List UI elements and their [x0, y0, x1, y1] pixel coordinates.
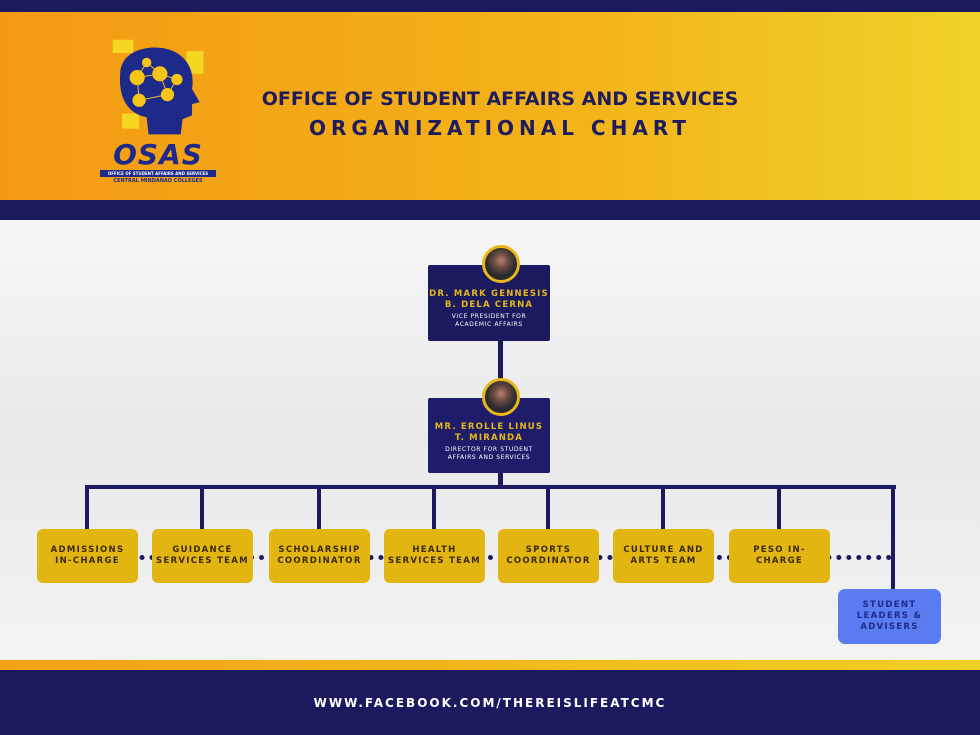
- unit-box[interactable]: SPORTS COORDINATOR: [498, 529, 599, 583]
- osas-logo: OSAS OFFICE OF STUDENT AFFAIRS AND SERVI…: [98, 36, 218, 196]
- connector-unit: [661, 485, 665, 530]
- facebook-link[interactable]: WWW.FACEBOOK.COM/THEREISLIFEATCMC: [313, 695, 667, 710]
- logo-text: OSAS: [113, 138, 203, 171]
- vp-name-2: B. DELA CERNA: [444, 300, 534, 310]
- director-box[interactable]: MR. EROLLE LINUS T. MIRANDA DIRECTOR FOR…: [428, 398, 550, 473]
- connector-unit: [85, 485, 89, 530]
- vp-role-2: ACADEMIC AFFAIRS: [455, 321, 523, 328]
- page-subtitle: ORGANIZATIONAL CHART: [309, 116, 691, 140]
- unit-box[interactable]: SCHOLARSHIP COORDINATOR: [269, 529, 370, 583]
- director-role-2: AFFAIRS AND SERVICES: [447, 454, 531, 461]
- vp-box[interactable]: DR. MARK GENNESIS B. DELA CERNA VICE PRE…: [428, 265, 550, 341]
- connector-unit: [777, 485, 781, 530]
- top-band: [0, 0, 980, 12]
- vp-role: VICE PRESIDENT FOR: [451, 313, 527, 320]
- vp-avatar: [482, 245, 520, 283]
- logo-tagline: OFFICE OF STUDENT AFFAIRS AND SERVICES: [100, 170, 216, 177]
- connector-unit: [200, 485, 204, 530]
- connector-student: [891, 485, 895, 590]
- connector-unit: [432, 485, 436, 530]
- unit-box[interactable]: PESO IN-CHARGE: [729, 529, 830, 583]
- page-title: OFFICE OF STUDENT AFFAIRS AND SERVICES: [261, 88, 739, 110]
- logo-school: CENTRAL MINDANAO COLLEGES: [113, 178, 203, 184]
- student-leaders-box[interactable]: STUDENT LEADERS & ADVISERS: [838, 589, 941, 644]
- connector-unit: [317, 485, 321, 530]
- connector-director-bus: [498, 472, 503, 488]
- director-avatar: [482, 378, 520, 416]
- header-divider: [0, 200, 980, 220]
- vp-name: DR. MARK GENNESIS: [429, 289, 549, 299]
- unit-box[interactable]: HEALTH SERVICES TEAM: [384, 529, 485, 583]
- connector-vp-director: [498, 340, 503, 400]
- connector-bus: [85, 485, 896, 489]
- director-name-2: T. MIRANDA: [454, 433, 524, 443]
- director-role: DIRECTOR FOR STUDENT: [445, 446, 533, 453]
- unit-box[interactable]: GUIDANCE SERVICES TEAM: [152, 529, 253, 583]
- head-icon: [112, 39, 204, 135]
- unit-box[interactable]: ADMISSIONS IN-CHARGE: [37, 529, 138, 583]
- footer: WWW.FACEBOOK.COM/THEREISLIFEATCMC: [0, 670, 980, 735]
- unit-box[interactable]: CULTURE AND ARTS TEAM: [613, 529, 714, 583]
- director-name: MR. EROLLE LINUS: [434, 422, 544, 432]
- connector-unit: [546, 485, 550, 530]
- footer-accent: [0, 660, 980, 670]
